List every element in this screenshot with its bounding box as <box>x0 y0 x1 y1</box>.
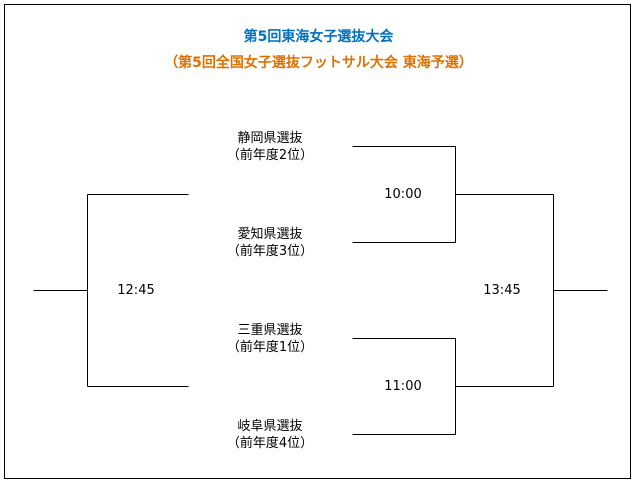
semi2-time: 11:00 <box>384 379 422 394</box>
team-name: 三重県選抜 <box>237 323 303 338</box>
team-name: 岐阜県選抜 <box>237 419 303 434</box>
semi1-time: 10:00 <box>384 187 422 202</box>
tournament-subtitle: （第5回全国女子選抜フットサル大会 東海予選） <box>164 55 473 71</box>
team-name: 愛知県選抜 <box>237 227 303 242</box>
team-rank: （前年度2位） <box>226 148 314 163</box>
team-rank: （前年度1位） <box>226 340 314 355</box>
bracket-frame <box>4 4 631 479</box>
team-gifu: 岐阜県選抜 （前年度4位） <box>210 418 330 452</box>
team-rank: （前年度3位） <box>226 244 314 259</box>
tournament-title: 第5回東海女子選抜大会 <box>243 29 394 45</box>
team-aichi: 愛知県選抜 （前年度3位） <box>210 226 330 260</box>
team-rank: （前年度4位） <box>226 436 314 451</box>
third-place-time: 12:45 <box>117 283 155 298</box>
team-name: 静岡県選抜 <box>237 131 303 146</box>
team-shizuoka: 静岡県選抜 （前年度2位） <box>210 130 330 164</box>
team-mie: 三重県選抜 （前年度1位） <box>210 322 330 356</box>
final-time: 13:45 <box>483 283 521 298</box>
